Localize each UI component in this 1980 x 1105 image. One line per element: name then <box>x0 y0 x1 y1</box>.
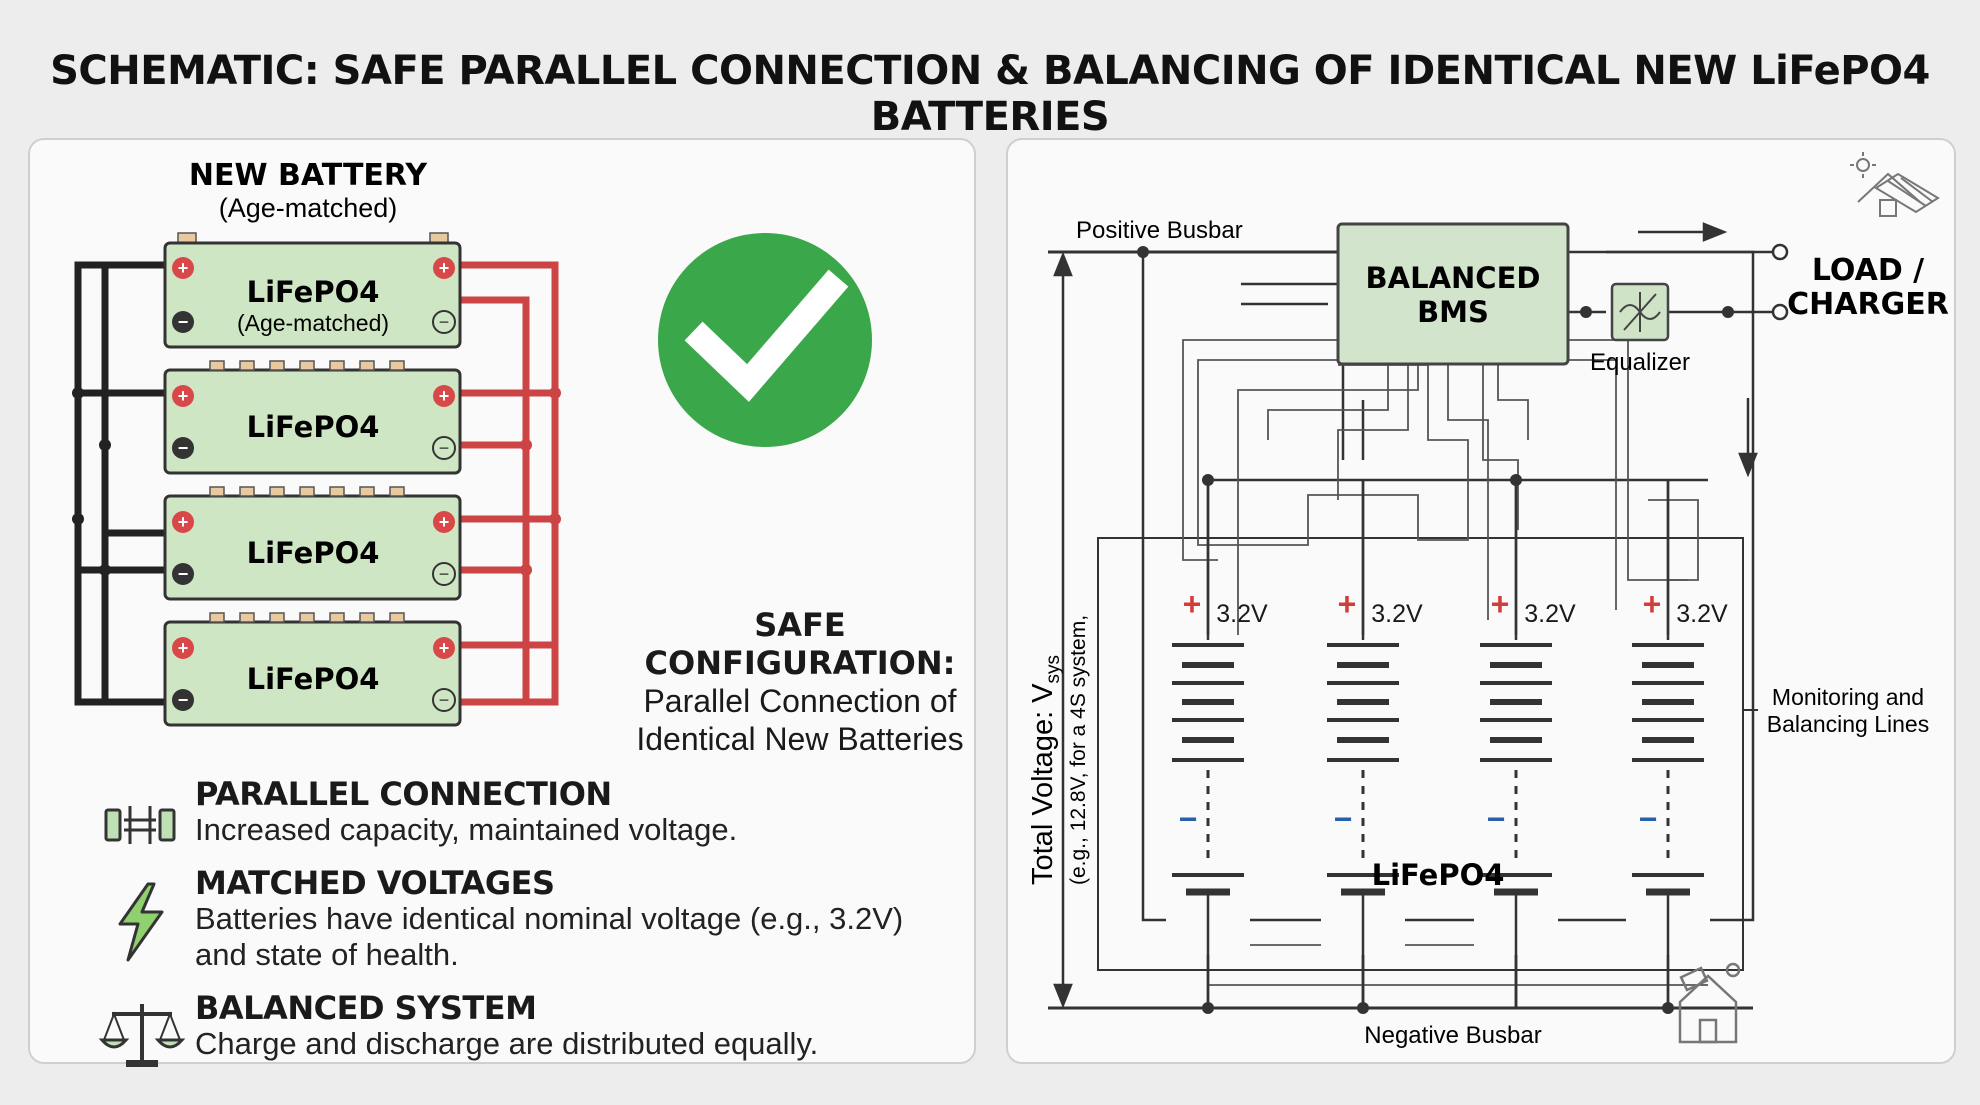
right-panel: Positive Busbar Negative Busbar Total Vo… <box>1006 138 1956 1064</box>
battery-1-label: LiFePO4 <box>247 275 380 309</box>
cell-positive-sign: + <box>1643 586 1662 622</box>
svg-text:+: + <box>439 638 450 658</box>
load-label-line1: LOAD / <box>1812 253 1924 288</box>
total-voltage-label: Total Voltage: Vsys <box>1027 655 1064 885</box>
safe-configuration-line2: Identical New Batteries <box>636 721 964 757</box>
feature-balanced-system: BALANCED SYSTEM Charge and discharge are… <box>195 990 955 1062</box>
bms-label-line2: BMS <box>1417 295 1489 329</box>
svg-text:+: + <box>178 386 189 406</box>
svg-text:−: − <box>178 312 189 332</box>
parallel-battery-diagram: + + − − LiFePO4 (Age-matched) + + − − Li… <box>72 158 872 727</box>
total-voltage-arrow <box>1053 251 1073 1009</box>
feature-description: Batteries have identical nominal voltage… <box>195 901 904 936</box>
bms-schematic: Positive Busbar Negative Busbar Total Vo… <box>1027 152 1949 1049</box>
pack-label: LiFePO4 <box>1372 858 1505 892</box>
safe-configuration-callout: SAFE CONFIGURATION: Parallel Connection … <box>605 606 995 758</box>
feature-title: BALANCED SYSTEM <box>195 989 537 1027</box>
svg-text:−: − <box>439 564 450 584</box>
negative-busbar-label: Negative Busbar <box>1364 1022 1541 1049</box>
monitoring-label-line2: Balancing Lines <box>1767 711 1929 737</box>
lightning-icon <box>118 882 164 962</box>
left-panel: + + − − LiFePO4 (Age-matched) + + − − Li… <box>28 138 976 1067</box>
cell-3: +3.2V − <box>1474 480 1576 1008</box>
new-battery-label: NEW BATTERY <box>189 158 428 193</box>
svg-text:+: + <box>439 258 450 278</box>
checkmark-icon <box>658 233 872 447</box>
battery-2-label: LiFePO4 <box>247 410 380 444</box>
cell-positive-sign: + <box>1491 586 1510 622</box>
cell-positive-sign: + <box>1338 586 1357 622</box>
svg-text:−: − <box>439 690 450 710</box>
cell-4: +3.2V − <box>1626 480 1728 1008</box>
battery-2: + + − − LiFePO4 <box>163 368 462 475</box>
svg-text:+: + <box>439 512 450 532</box>
battery-3: + + − − LiFePO4 <box>163 494 462 601</box>
svg-text:−: − <box>439 312 450 332</box>
svg-text:−: − <box>178 564 189 584</box>
cell-1: +3.2V − <box>1166 480 1268 1008</box>
load-label-line2: CHARGER <box>1787 287 1949 322</box>
svg-text:+: + <box>178 512 189 532</box>
cell-positive-sign: + <box>1183 586 1202 622</box>
negative-wiring <box>74 261 169 706</box>
equalizer-icon <box>1610 282 1670 342</box>
cell-voltage-label: 3.2V <box>1524 600 1576 628</box>
cell-voltage-label: 3.2V <box>1371 600 1423 628</box>
battery-3-label: LiFePO4 <box>247 536 380 570</box>
svg-text:−: − <box>178 438 189 458</box>
feature-description: Increased capacity, maintained voltage. <box>195 812 738 847</box>
house-icon <box>1678 962 1741 1044</box>
svg-text:+: + <box>439 386 450 406</box>
battery-4: + + − − LiFePO4 <box>163 620 462 727</box>
battery-4-label: LiFePO4 <box>247 662 380 696</box>
battery-1: + + − − LiFePO4 (Age-matched) <box>163 232 462 349</box>
cell-2: +3.2V − <box>1321 480 1423 1008</box>
feature-title: PARALLEL CONNECTION <box>195 775 612 813</box>
new-battery-sublabel: (Age-matched) <box>219 193 398 223</box>
feature-title: MATCHED VOLTAGES <box>195 864 555 902</box>
page-title: SCHEMATIC: SAFE PARALLEL CONNECTION & BA… <box>50 48 1930 140</box>
battery-tabs <box>209 360 405 623</box>
bms-label-line1: BALANCED <box>1366 261 1541 295</box>
svg-text:−: − <box>439 438 450 458</box>
svg-text:+: + <box>178 258 189 278</box>
battery-1-sublabel: (Age-matched) <box>237 310 389 336</box>
total-voltage-note: (e.g., 12.8V, for a 4S system, <box>1067 615 1090 885</box>
balance-scale-icon <box>98 1004 186 1067</box>
positive-wiring <box>456 261 559 706</box>
balanced-bms-box: BALANCED BMS <box>1336 222 1570 366</box>
feature-description: and state of health. <box>195 937 459 972</box>
safe-configuration-title: SAFE CONFIGURATION: <box>644 606 956 682</box>
safe-configuration-line1: Parallel Connection of <box>643 683 957 719</box>
solar-house-icon <box>1850 152 1940 217</box>
current-arrows <box>1638 222 1758 478</box>
equalizer-label: Equalizer <box>1590 349 1690 376</box>
svg-text:+: + <box>178 638 189 658</box>
cells: +3.2V − +3.2V − +3.2V − +3.2V − <box>1166 480 1728 1008</box>
parallel-battery-icon <box>104 806 176 844</box>
cell-negative-sign: − <box>1487 801 1506 837</box>
monitoring-label-line1: Monitoring and <box>1772 684 1924 710</box>
cell-negative-sign: − <box>1179 801 1198 837</box>
cell-negative-sign: − <box>1334 801 1353 837</box>
feature-description: Charge and discharge are distributed equ… <box>195 1026 819 1061</box>
svg-text:−: − <box>178 690 189 710</box>
feature-parallel-connection: PARALLEL CONNECTION Increased capacity, … <box>195 776 955 848</box>
cell-voltage-label: 3.2V <box>1676 600 1728 628</box>
cell-voltage-label: 3.2V <box>1216 600 1268 628</box>
feature-matched-voltages: MATCHED VOLTAGES Batteries have identica… <box>195 865 955 973</box>
positive-busbar-label: Positive Busbar <box>1076 217 1243 244</box>
cell-negative-sign: − <box>1639 801 1658 837</box>
